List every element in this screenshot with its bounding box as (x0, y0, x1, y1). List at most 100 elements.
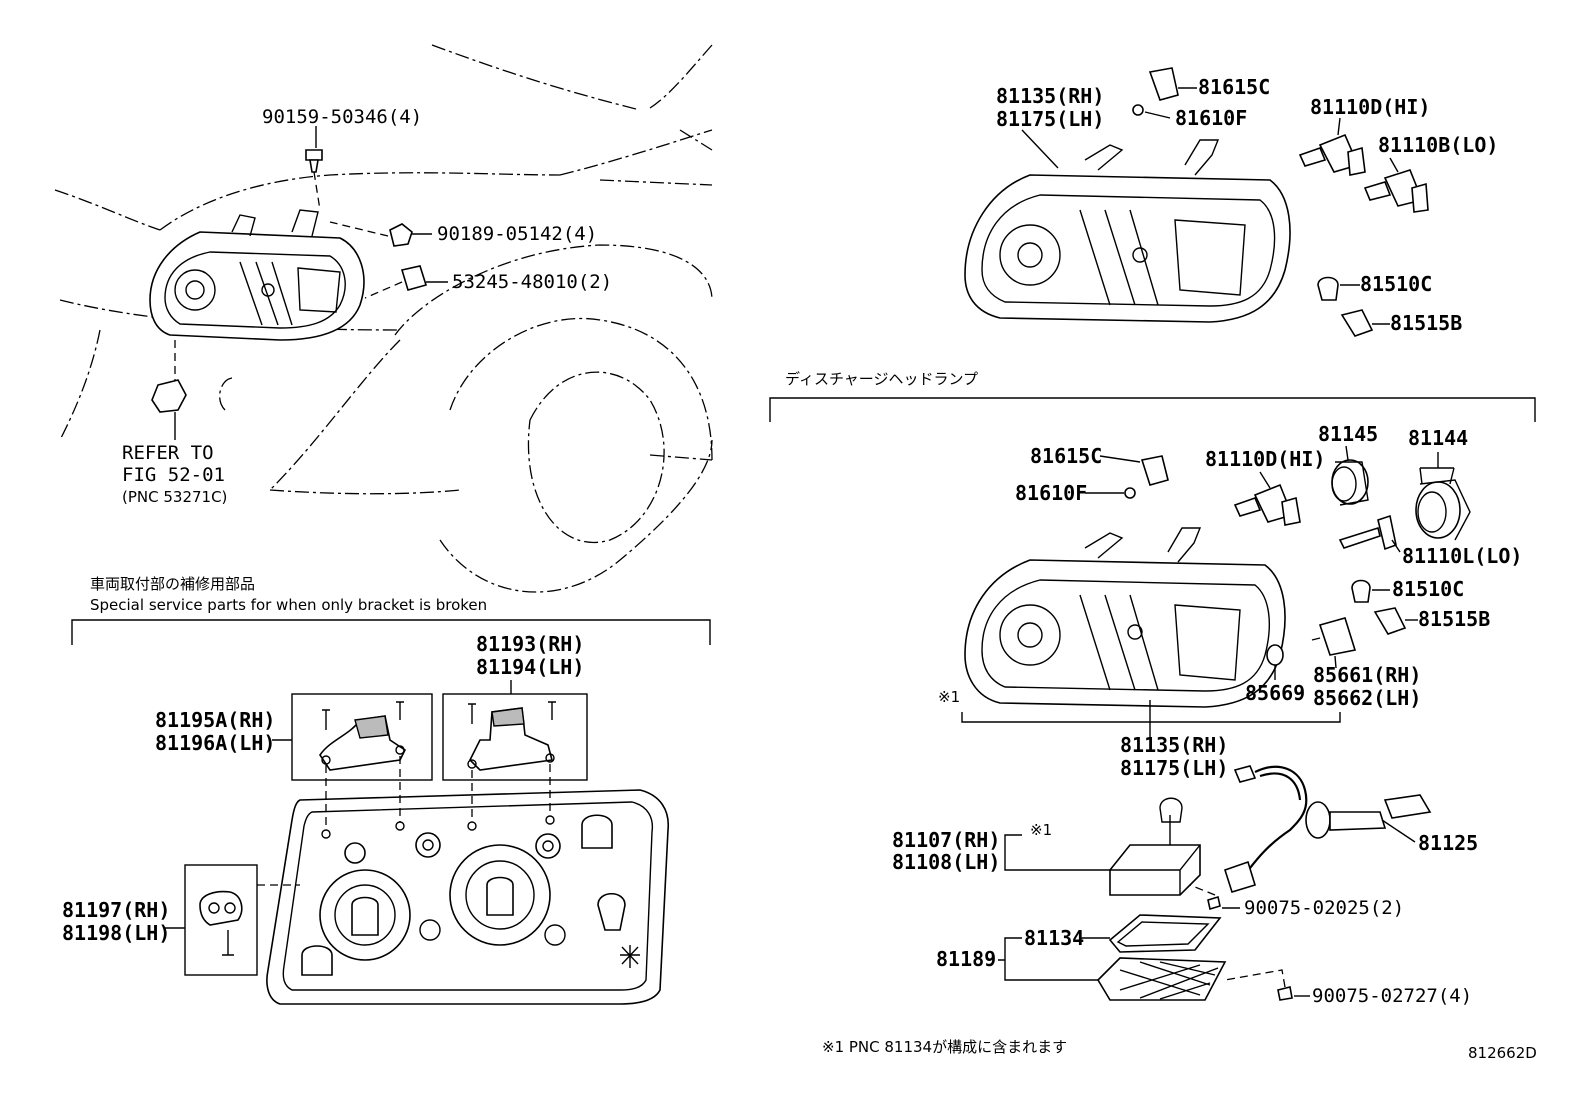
label-footnote: ※1 PNC 81134が構成に含まれます (822, 1038, 1067, 1056)
label-top-81110b: 81110B(LO) (1378, 133, 1498, 157)
bulb-81110d-discharge (1233, 483, 1301, 526)
leader-d-85661 (1334, 655, 1337, 669)
label-d-81107: 81107(RH) (892, 828, 1000, 852)
label-53245-48010: 53245-48010(2) (452, 271, 612, 293)
mesh-81189 (1096, 957, 1227, 1001)
label-81193: 81193(RH) (476, 632, 584, 656)
bracket-81197 (199, 884, 300, 956)
label-d-81125: 81125 (1418, 831, 1478, 855)
screw-90075-02727 (1224, 969, 1293, 1001)
socket-81515b-discharge (1373, 607, 1407, 635)
label-top-81135: 81135(RH) (996, 84, 1104, 108)
cover-81134 (1108, 914, 1222, 953)
label-top-81110d: 81110D(HI) (1310, 95, 1430, 119)
leader-d-81110d (1259, 471, 1271, 489)
label-d-85669: 85669 (1245, 681, 1305, 705)
discharge-assembly-line (961, 712, 1341, 723)
leader-top-81110d (1337, 117, 1341, 136)
bolt-90159 (305, 149, 323, 211)
leader-d-81144 (1419, 452, 1455, 485)
bracket-refer (151, 340, 187, 440)
label-bracket-jp: 車両取付部の補修用部品 (90, 575, 255, 593)
label-81196a: 81196A(LH) (155, 731, 275, 755)
label-note-mark: ※1 (938, 688, 960, 706)
label-d-90075-02727: 90075-02727(4) (1312, 985, 1472, 1007)
leader-d-81107 (1004, 834, 1110, 871)
label-refer-fig: FIG 52-01 (122, 464, 225, 486)
clip-90189 (329, 221, 413, 247)
leader-d-81615 (1099, 455, 1141, 463)
label-top-81515b: 81515B (1390, 311, 1462, 335)
bracket-53245 (364, 265, 428, 299)
leader-d-81189 (998, 937, 1098, 981)
headlamp-discharge (964, 527, 1286, 708)
bulb-81110l-discharge (1338, 514, 1397, 551)
label-bracket-en: Special service parts for when only brac… (90, 596, 487, 614)
label-diagram-id: 812662D (1468, 1044, 1537, 1062)
leader-d-81110l (1391, 539, 1401, 553)
label-d-mark: ※1 (1030, 821, 1052, 839)
harness-81125 (1224, 765, 1432, 893)
leader-d-81145 (1345, 445, 1349, 461)
label-d-81108: 81108(LH) (892, 850, 1000, 874)
bracket-group-line (71, 619, 711, 645)
label-discharge-jp: ディスチャージヘッドランプ (785, 370, 978, 388)
label-d-81135: 81135(RH) (1120, 733, 1228, 757)
socket-81515b-top (1340, 309, 1374, 337)
socket-81144 (1415, 479, 1471, 541)
label-refer-to: REFER TO (122, 442, 214, 464)
leader-top-81110b (1389, 157, 1399, 173)
bracket-81195 (319, 701, 407, 771)
label-90159-50346: 90159-50346(4) (262, 106, 422, 128)
headlamp-installed (149, 209, 365, 341)
label-refer-pnc: (PNC 53271C) (122, 488, 227, 506)
box-81193 (442, 693, 588, 781)
label-d-81144: 81144 (1408, 426, 1468, 450)
label-90189-05142: 90189-05142(4) (437, 223, 597, 245)
screw-90075-02025 (1189, 884, 1221, 911)
leader-top-81135 (1021, 129, 1059, 169)
label-top-81510c: 81510C (1360, 272, 1432, 296)
gasket-85669 (1266, 644, 1284, 666)
label-d-81510c: 81510C (1392, 577, 1464, 601)
label-top-81610f: 81610F (1175, 106, 1247, 130)
headlamp-standard (964, 139, 1291, 323)
dashed-screws-81195 (325, 756, 551, 830)
label-d-81134: 81134 (1024, 926, 1084, 950)
box-81195 (291, 693, 433, 781)
label-d-81610f: 81610F (1015, 481, 1087, 505)
bracket-81193 (467, 701, 556, 771)
label-d-85662: 85662(LH) (1313, 686, 1421, 710)
ring-81145 (1331, 459, 1369, 506)
ballast-81107 (1109, 797, 1201, 896)
leader-top-81610 (1144, 111, 1171, 119)
label-81198: 81198(LH) (62, 921, 170, 945)
label-81195a: 81195A(RH) (155, 708, 275, 732)
label-d-90075-02025: 90075-02025(2) (1244, 897, 1404, 919)
headlamp-housing-rear (266, 789, 669, 1005)
bulb-81110d-top (1298, 133, 1366, 176)
label-d-81615c: 81615C (1030, 444, 1102, 468)
label-d-85661: 85661(RH) (1313, 663, 1421, 687)
label-d-81189: 81189 (936, 947, 996, 971)
label-81194: 81194(LH) (476, 655, 584, 679)
label-top-81615c: 81615C (1198, 75, 1270, 99)
bulb-socket-81615c-top (1132, 67, 1179, 116)
box-81197 (184, 864, 258, 976)
leader-d-81125 (1381, 819, 1416, 843)
label-d-81175: 81175(LH) (1120, 756, 1228, 780)
label-d-81145: 81145 (1318, 422, 1378, 446)
discharge-group-line (769, 397, 1536, 422)
label-d-81515b: 81515B (1418, 607, 1490, 631)
label-d-81110l: 81110L(LO) (1402, 544, 1522, 568)
bulb-81110b-top (1363, 169, 1429, 213)
bulb-81510c-top (1317, 276, 1339, 301)
bulb-81510c-discharge (1351, 579, 1371, 603)
socket-85661 (1311, 617, 1357, 656)
label-top-81175: 81175(LH) (996, 107, 1104, 131)
label-d-81110d: 81110D(HI) (1205, 447, 1325, 471)
label-81197: 81197(RH) (62, 898, 170, 922)
bulb-socket-81615c-discharge (1124, 455, 1169, 499)
